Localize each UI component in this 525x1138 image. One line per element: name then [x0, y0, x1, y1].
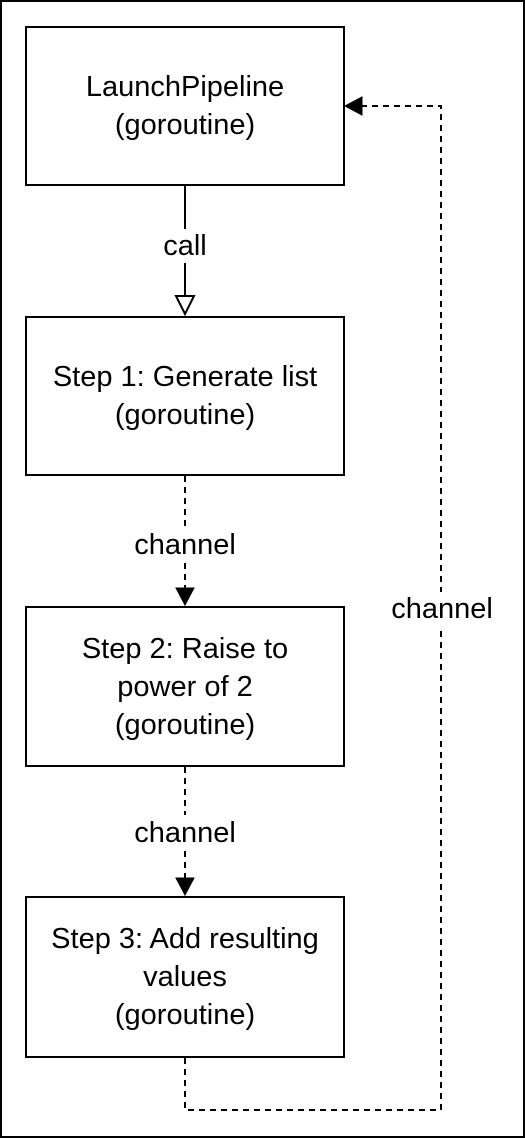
step2-title-line1: Step 2: Raise to	[81, 632, 289, 665]
channel-edge-2-3-arrowhead	[175, 877, 195, 897]
channel-edge-1-2-arrowhead	[175, 587, 195, 607]
step1-subtitle: (goroutine)	[114, 399, 256, 431]
step3-title-line2: values	[143, 961, 227, 993]
channel-return-edge-line	[184, 105, 442, 1111]
step3-subtitle: (goroutine)	[114, 999, 256, 1031]
launch-pipeline-subtitle: (goroutine)	[114, 109, 256, 141]
channel-edge-2-3-label: channel	[120, 816, 250, 850]
channel-return-edge-arrowhead	[343, 96, 363, 116]
step1-title: Step 1: Generate list	[52, 361, 318, 393]
call-edge-label: call	[145, 229, 225, 263]
step2-subtitle: (goroutine)	[114, 708, 256, 741]
call-edge-arrowhead	[174, 295, 196, 317]
step3-title-line1: Step 3: Add resulting	[51, 923, 319, 955]
channel-return-edge-label: channel	[378, 592, 506, 626]
step1-box: Step 1: Generate list (goroutine)	[25, 316, 345, 476]
launch-pipeline-title: LaunchPipeline	[85, 71, 285, 103]
channel-edge-1-2-label: channel	[120, 528, 250, 562]
step2-title-line2: power of 2	[117, 670, 253, 703]
step2-box: Step 2: Raise to power of 2 (goroutine)	[25, 606, 345, 767]
launch-pipeline-box: LaunchPipeline (goroutine)	[25, 26, 345, 186]
step3-box: Step 3: Add resulting values (goroutine)	[25, 896, 345, 1058]
